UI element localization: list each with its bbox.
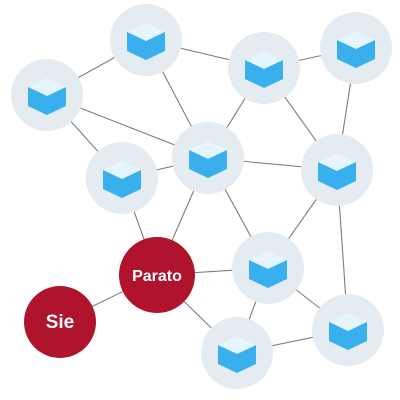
box-node-n9	[232, 232, 304, 304]
cube-box-icon	[189, 141, 227, 178]
node-label-sie: Sie	[46, 312, 75, 333]
person-node-circle	[119, 237, 195, 313]
box-node-n5	[86, 142, 158, 214]
box-node-n1	[11, 59, 83, 131]
box-node-n8	[301, 134, 373, 206]
box-node-n4	[320, 12, 392, 84]
cube-box-icon	[218, 336, 256, 373]
person-node-sie: Sie	[24, 286, 96, 358]
box-node-n2	[110, 4, 182, 76]
cube-box-icon	[28, 78, 66, 115]
person-node-parato: Parato	[119, 237, 195, 313]
node-label-parato: Parato	[132, 268, 182, 285]
box-node-n10	[312, 294, 384, 366]
cube-box-icon	[103, 161, 141, 198]
box-node-n3	[228, 32, 300, 104]
box-node-n7	[172, 122, 244, 194]
cube-box-icon	[329, 313, 367, 350]
box-node-n11	[201, 317, 273, 389]
cube-box-icon	[245, 51, 283, 88]
person-node-circle	[24, 286, 96, 358]
cube-box-icon	[318, 153, 356, 190]
cube-box-icon	[249, 251, 287, 288]
cube-box-icon	[127, 23, 165, 60]
cube-box-icon	[337, 31, 375, 68]
